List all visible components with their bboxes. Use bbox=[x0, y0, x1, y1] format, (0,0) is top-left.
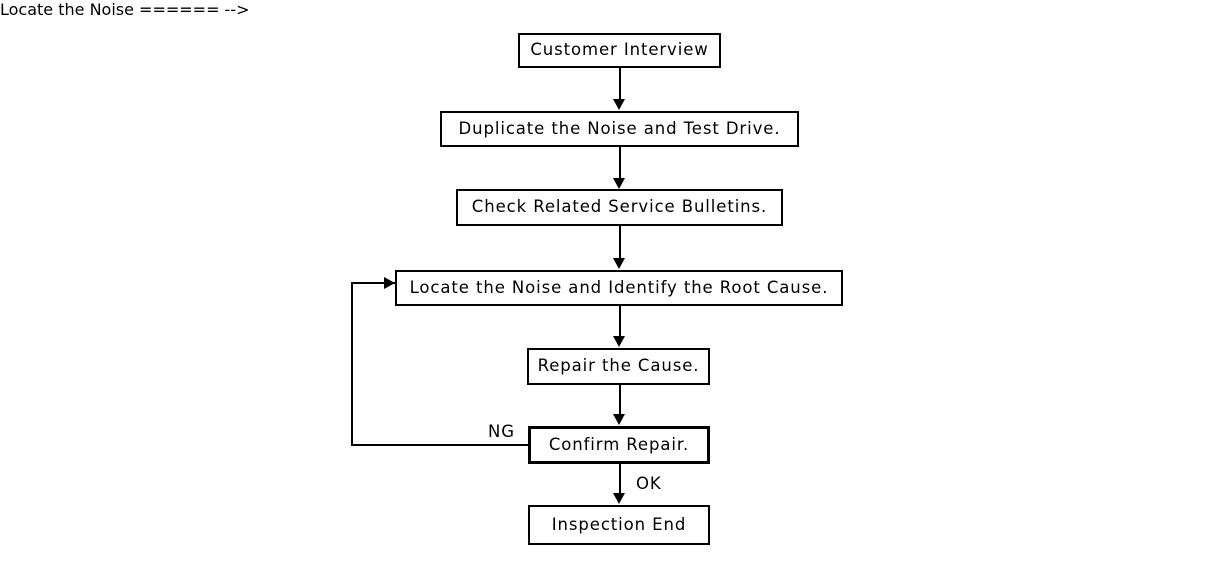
connector-bulletins-to-locate bbox=[619, 226, 621, 259]
node-repair-cause-label: Repair the Cause. bbox=[537, 356, 700, 376]
node-duplicate-noise[interactable]: Duplicate the Noise and Test Drive. bbox=[440, 111, 799, 147]
arrowhead-bulletins-to-locate-icon bbox=[613, 258, 625, 269]
node-customer-interview-label: Customer Interview bbox=[530, 40, 709, 60]
node-inspection-end-label: Inspection End bbox=[551, 514, 687, 534]
node-customer-interview[interactable]: Customer Interview bbox=[518, 33, 721, 68]
connector-ng-loop-top bbox=[351, 282, 395, 284]
edge-label-ok: OK bbox=[636, 474, 662, 493]
arrowhead-repair-to-confirm-icon bbox=[613, 414, 625, 425]
node-confirm-repair[interactable]: Confirm Repair. bbox=[528, 426, 710, 464]
connector-locate-to-repair bbox=[619, 306, 621, 337]
connector-interview-to-duplicate bbox=[619, 68, 621, 100]
connector-confirm-to-end bbox=[619, 464, 621, 494]
node-duplicate-noise-label: Duplicate the Noise and Test Drive. bbox=[458, 118, 781, 138]
node-inspection-end[interactable]: Inspection End bbox=[528, 505, 710, 545]
arrowhead-locate-to-repair-icon bbox=[613, 336, 625, 347]
connector-ng-loop-bottom bbox=[351, 444, 528, 446]
arrowhead-interview-to-duplicate-icon bbox=[613, 99, 625, 110]
node-check-bulletins[interactable]: Check Related Service Bulletins. bbox=[456, 189, 783, 226]
node-confirm-repair-label: Confirm Repair. bbox=[548, 434, 690, 454]
arrowhead-confirm-to-end-icon bbox=[613, 493, 625, 504]
node-locate-noise[interactable]: Locate the Noise and Identify the Root C… bbox=[395, 270, 843, 306]
edge-label-ng: NG bbox=[488, 422, 515, 441]
node-locate-noise-label: Locate the Noise and Identify the Root C… bbox=[409, 277, 829, 297]
arrowhead-ng-loop-icon bbox=[384, 277, 395, 289]
connector-repair-to-confirm bbox=[619, 385, 621, 414]
connector-ng-loop-left bbox=[351, 282, 353, 445]
connector-duplicate-to-bulletins bbox=[619, 147, 621, 179]
node-check-bulletins-label: Check Related Service Bulletins. bbox=[471, 197, 768, 217]
arrowhead-duplicate-to-bulletins-icon bbox=[613, 178, 625, 189]
node-repair-cause[interactable]: Repair the Cause. bbox=[527, 348, 710, 385]
